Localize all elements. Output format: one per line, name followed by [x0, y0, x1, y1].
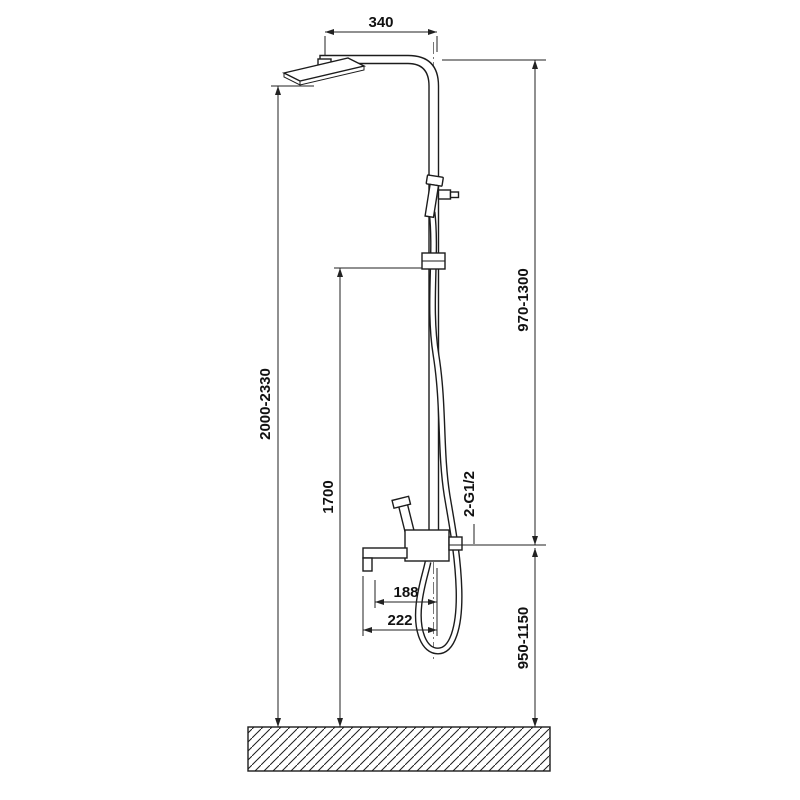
dim-upper-range-label: 970-1300 [515, 268, 532, 331]
mixer-handle [391, 495, 415, 535]
dim-connection-spec: 2-G1/2 [461, 471, 478, 544]
spout-lip [362, 557, 373, 572]
dim-connection-spec-label: 2-G1/2 [461, 471, 478, 517]
dim-mixer-height-range: 950-1150 [515, 548, 538, 727]
mixer-assembly [362, 495, 463, 572]
dim-spout-reach-inner: 188 [374, 580, 437, 608]
dim-upper-range: 970-1300 [442, 59, 546, 546]
riser-and-arm-pipe [319, 54, 440, 533]
hand-shower [424, 174, 460, 219]
dim-spout-reach-inner-label: 188 [393, 584, 418, 601]
rail-slider [421, 252, 446, 270]
dim-slider-height: 1700 [320, 267, 422, 727]
ground-hatch [247, 726, 551, 772]
dim-arm-width-label: 340 [368, 14, 393, 31]
dim-total-height-label: 2000-2330 [257, 368, 274, 440]
dim-total-height: 2000-2330 [257, 85, 314, 727]
dim-arm-width: 340 [324, 14, 438, 56]
hand-shower-bracket [437, 189, 452, 200]
overhead-shower-head [281, 57, 367, 86]
dim-slider-height-label: 1700 [320, 480, 337, 513]
mixer-body [404, 529, 450, 562]
dim-spout-reach-outer: 222 [362, 568, 438, 636]
wall-connection [448, 536, 463, 551]
dim-mixer-height-range-label: 950-1150 [515, 607, 532, 670]
spout [362, 547, 408, 559]
dim-spout-reach-outer-label: 222 [387, 612, 412, 629]
bracket-knob [449, 191, 460, 199]
